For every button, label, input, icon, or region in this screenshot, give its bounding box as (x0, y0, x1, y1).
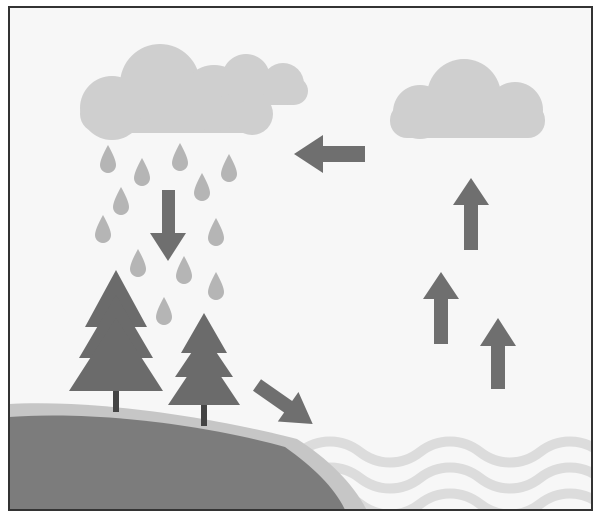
water-cycle-diagram (0, 0, 600, 517)
